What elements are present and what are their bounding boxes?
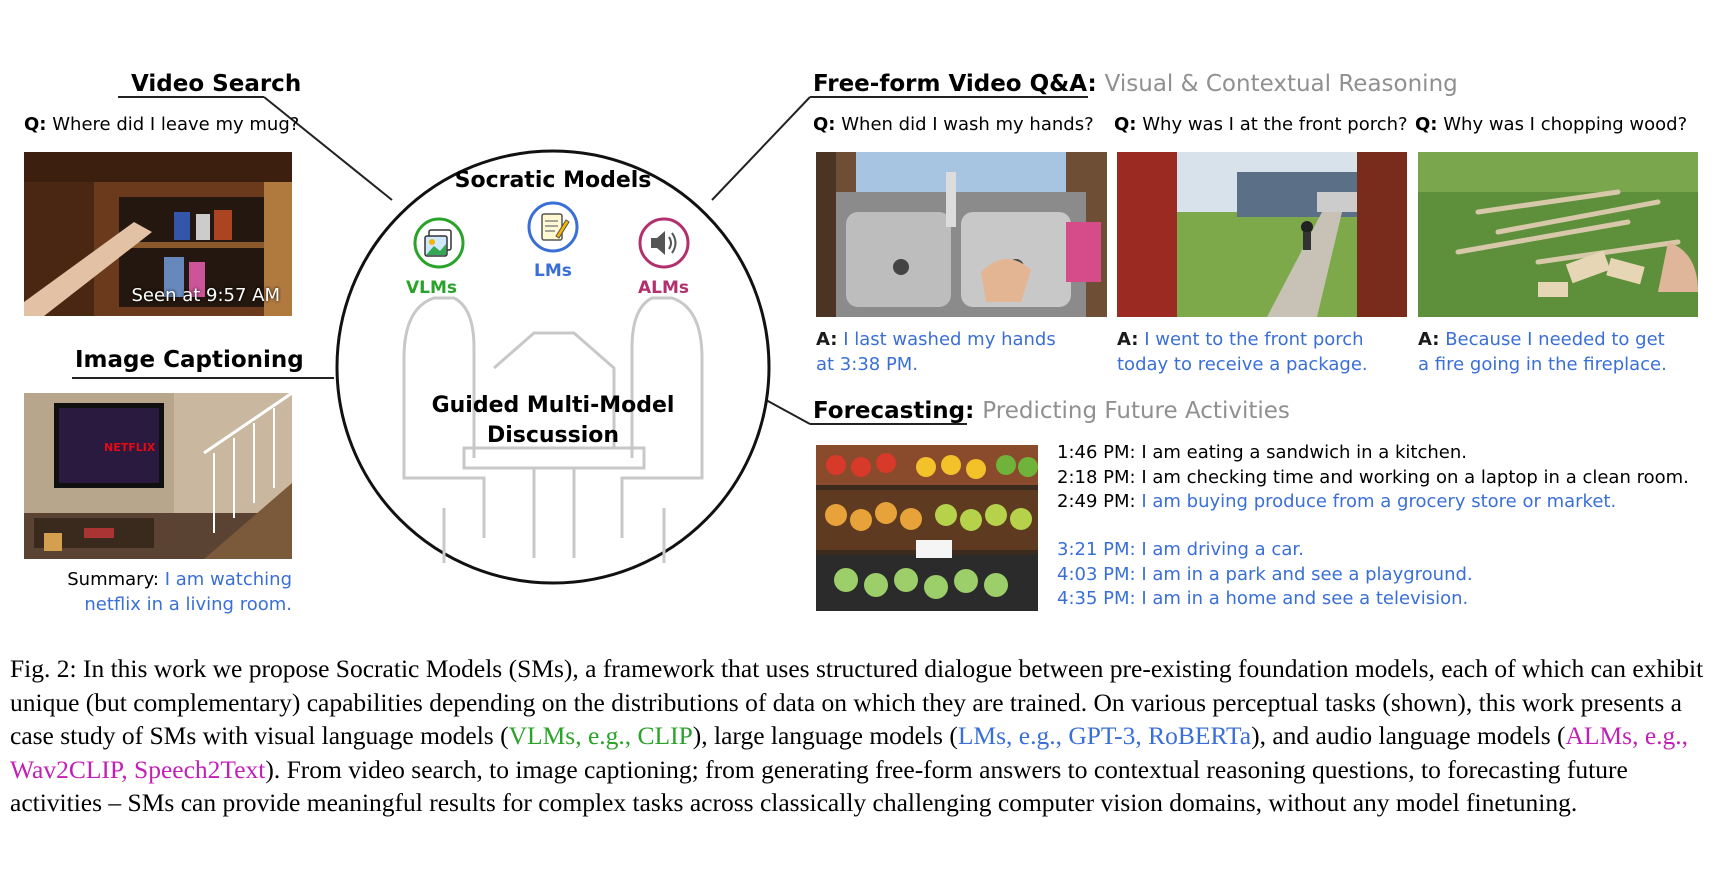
qa-question-1: Q: When did I wash my hands? — [813, 114, 1094, 135]
qa-question-3: Q: Why was I chopping wood? — [1415, 114, 1688, 135]
netflix-logo: NETFLIX — [104, 441, 156, 454]
alm-label: ALMs — [638, 278, 690, 298]
socratic-models-title: Socratic Models — [454, 168, 652, 193]
guided-discussion-label: Guided Multi-Model Discussion — [431, 393, 675, 448]
image-captioning-title: Image Captioning — [75, 347, 304, 373]
vlm-label: VLMs — [406, 278, 458, 298]
qa-answer-2: A: I went to the front porch today to re… — [1117, 329, 1368, 375]
qa-answer-3: A: Because I needed to get a fire going … — [1418, 329, 1667, 375]
video-search-title: Video Search — [131, 71, 302, 97]
connector-lines — [72, 96, 1088, 425]
produce-photo — [816, 445, 1038, 611]
lm-label: LMs — [534, 261, 572, 281]
lm-notepad-icon — [526, 200, 580, 254]
forecasting-title: Forecasting: Predicting Future Activitie… — [813, 398, 1290, 424]
qa-question-2: Q: Why was I at the front porch? — [1114, 114, 1408, 135]
caption-summary: Summary: I am watching netflix in a livi… — [67, 569, 292, 615]
forecast-line: 2:49 PM: I am buying produce from a groc… — [1057, 491, 1617, 512]
mug-timestamp-overlay: Seen at 9:57 AM — [131, 285, 281, 306]
vlm-image-icon — [412, 216, 466, 270]
figure-caption: Fig. 2: In this work we propose Socratic… — [10, 654, 1704, 817]
sink-photo — [816, 152, 1107, 317]
prediction-line: 4:35 PM: I am in a home and see a televi… — [1057, 588, 1469, 609]
video-search-question: Q: Where did I leave my mug? — [24, 114, 300, 135]
alm-speaker-icon — [637, 216, 691, 270]
prediction-line: 3:21 PM: I am driving a car. — [1057, 539, 1304, 560]
porch-photo — [1117, 152, 1407, 317]
socratic-models-circle: Socratic Models VLMs LMs ALMs — [334, 148, 772, 586]
prediction-line: 4:03 PM: I am in a park and see a playgr… — [1057, 563, 1473, 585]
wood-photo — [1418, 152, 1698, 317]
qa-section-title: Free-form Video Q&A: Visual & Contextual… — [813, 71, 1458, 97]
forecast-line: 2:18 PM: I am checking time and working … — [1057, 466, 1689, 488]
forecast-line: 1:46 PM: I am eating a sandwich in a kit… — [1057, 442, 1467, 463]
qa-answer-1: A: I last washed my hands at 3:38 PM. — [816, 329, 1056, 375]
forecast-history: 1:46 PM: I am eating a sandwich in a kit… — [1057, 441, 1689, 515]
living-room-photo: NETFLIX — [24, 393, 292, 559]
mug-photo: Seen at 9:57 AM — [24, 152, 292, 316]
forecast-predictions: 3:21 PM: I am driving a car. 4:03 PM: I … — [1057, 538, 1473, 612]
